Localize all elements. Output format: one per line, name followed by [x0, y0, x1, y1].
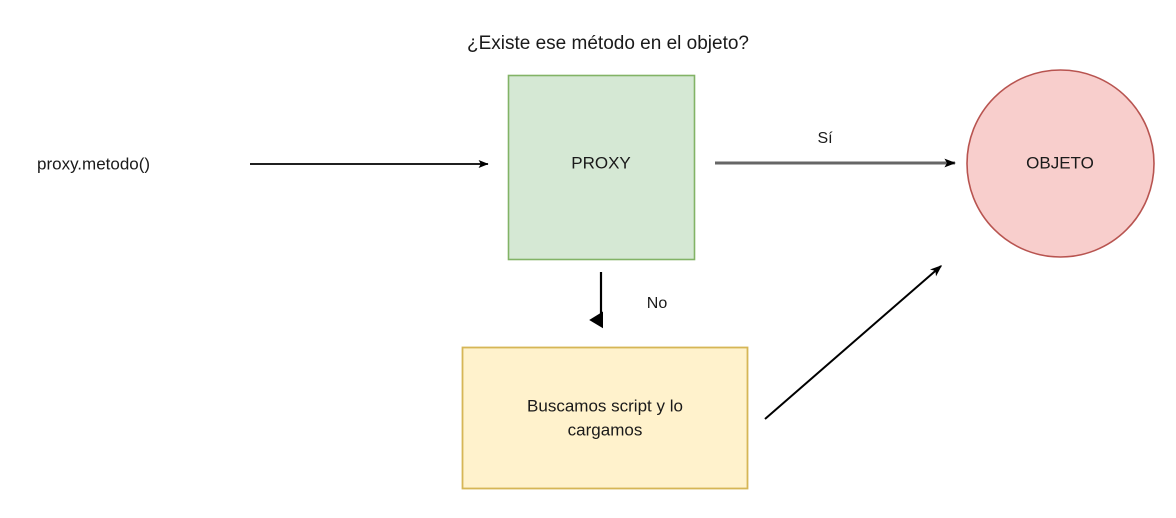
diagram-title: ¿Existe ese método en el objeto? — [467, 33, 749, 54]
node-objeto-label: OBJETO — [1026, 153, 1094, 172]
node-proxy[interactable]: PROXY — [507, 74, 696, 261]
edge-label-si: Sí — [817, 130, 833, 147]
node-proxy-label: PROXY — [571, 153, 631, 172]
node-script-label-line1: Buscamos script y lo — [527, 396, 683, 415]
node-objeto[interactable]: OBJETO — [966, 69, 1155, 258]
node-proxy-shape — [507, 74, 696, 261]
node-script-label-line2: cargamos — [568, 420, 643, 439]
edge-label-no: No — [647, 295, 668, 312]
node-objeto-shape — [966, 69, 1155, 258]
node-script-shape — [461, 346, 749, 490]
node-script[interactable]: Buscamos script y lo cargamos — [461, 346, 749, 490]
source-call-label: proxy.metodo() — [37, 154, 150, 173]
edge-script-to-objeto — [764, 265, 943, 420]
